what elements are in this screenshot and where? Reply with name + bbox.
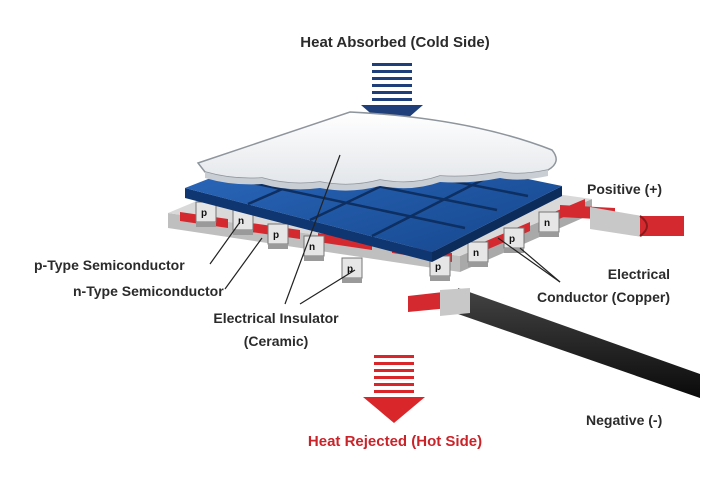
pellet: n: [303, 235, 325, 261]
pellet: n: [538, 211, 560, 237]
hot-heat-arrow: [363, 355, 425, 423]
pellet: p: [503, 227, 525, 253]
positive-label: Positive (+): [587, 181, 663, 197]
pellet-letter: p: [509, 234, 515, 245]
pellet: p: [341, 257, 363, 283]
heat-rejected-title: Heat Rejected (Hot Side): [307, 433, 483, 450]
pellet-letter: n: [473, 248, 479, 259]
semiconductor-pellets: p n p n p p n: [195, 201, 560, 283]
pellet-letter: n: [238, 216, 244, 227]
cold-ice-layer: [196, 111, 557, 191]
pellet: n: [467, 241, 489, 267]
pellet-letter: n: [309, 242, 315, 253]
positive-wire: [590, 207, 684, 237]
insulator-label-line1: Electrical Insulator: [213, 310, 339, 326]
pellet-letter: n: [544, 218, 550, 229]
conductor-label-line2: Conductor (Copper): [537, 289, 670, 305]
pellet-letter: p: [347, 264, 353, 275]
pellet-letter: p: [201, 208, 207, 219]
heat-absorbed-title: Heat Absorbed (Cold Side): [300, 34, 490, 51]
pellet: p: [195, 201, 217, 227]
conductor-label-line1: Electrical: [607, 266, 670, 282]
n-type-label: n-Type Semiconductor: [73, 283, 224, 299]
p-type-label: p-Type Semiconductor: [34, 257, 185, 273]
negative-wire: [408, 288, 700, 398]
pellet-letter: p: [435, 262, 441, 273]
negative-label: Negative (-): [586, 412, 663, 428]
pellet-letter: p: [273, 230, 279, 241]
callout-lines: [209, 154, 561, 305]
pellet: p: [267, 223, 289, 249]
insulator-label-line2: (Ceramic): [243, 333, 309, 349]
